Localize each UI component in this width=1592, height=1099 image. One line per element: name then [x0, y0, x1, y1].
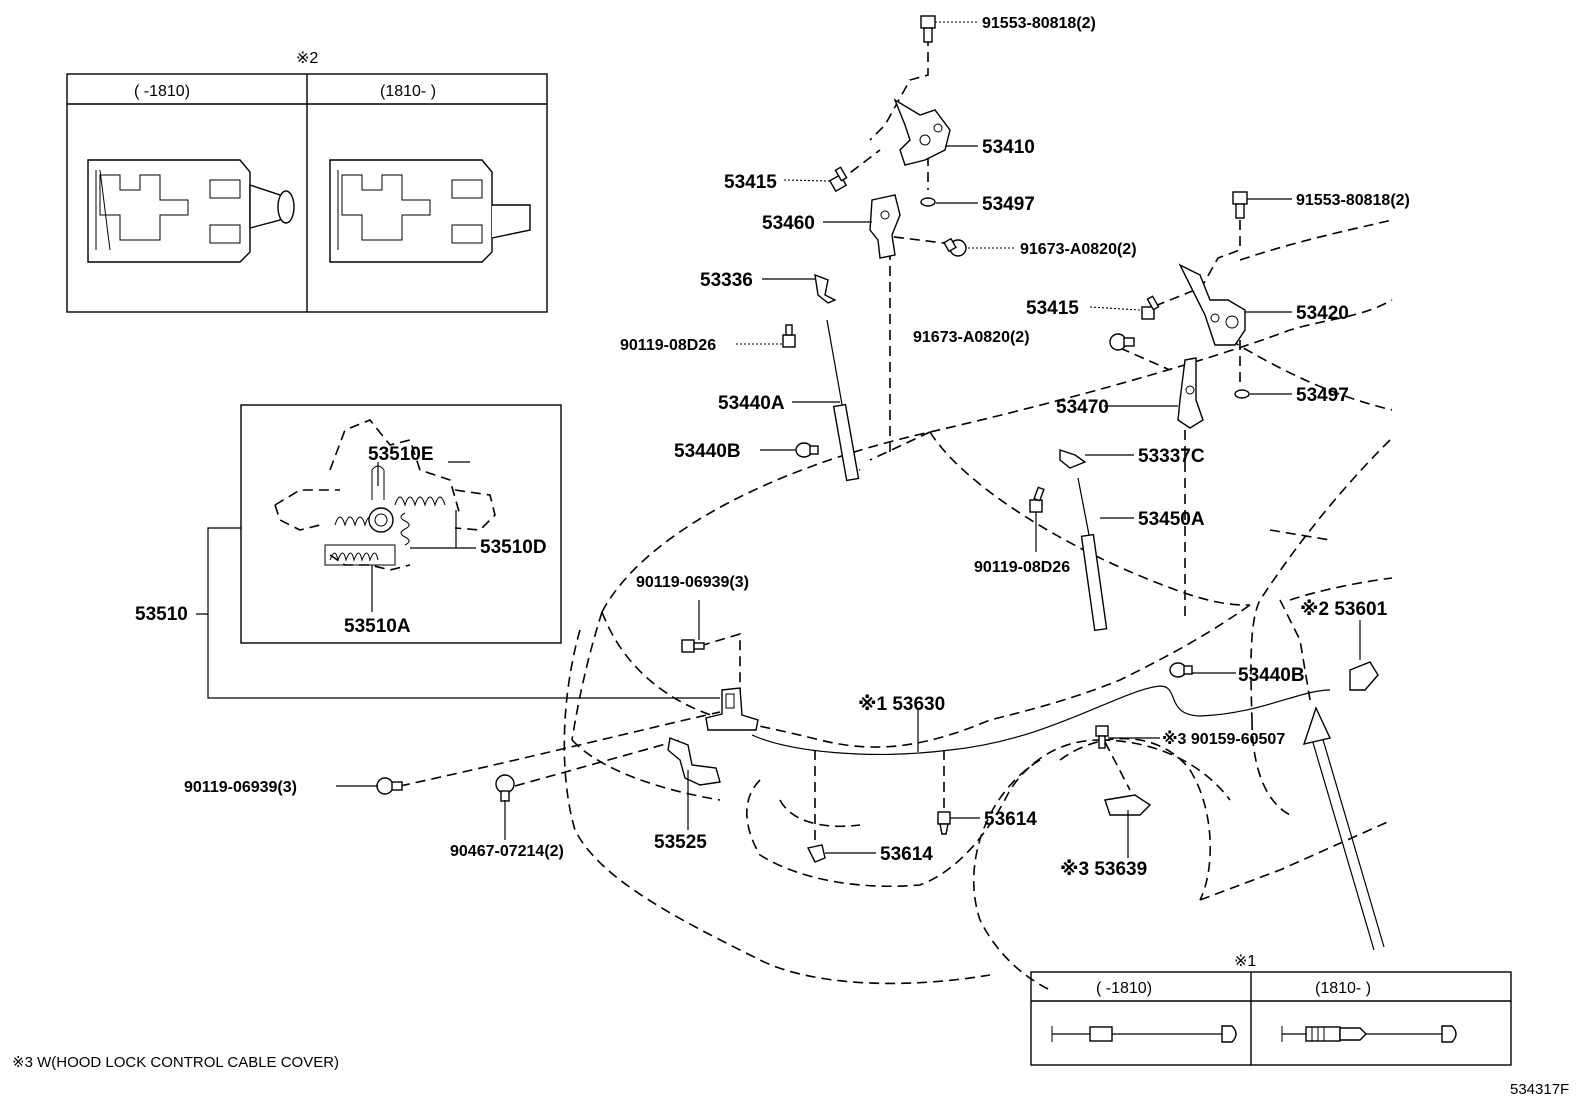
- label-bolt-91553-top: 91553-80818(2): [982, 15, 1096, 32]
- label-53614-right: 53614: [984, 809, 1037, 830]
- label-53336: 53336: [700, 270, 753, 291]
- label-53470: 53470: [1056, 397, 1109, 418]
- label-53337c: 53337C: [1138, 446, 1205, 467]
- hood-release-handle-old-icon: [87, 159, 295, 263]
- bolt-icon: [1232, 191, 1248, 219]
- arrow-icon: [1302, 706, 1385, 951]
- label-53497-right: 53497: [1296, 385, 1349, 406]
- bolt-icon: [828, 166, 848, 193]
- footnote: ※3 W(HOOD LOCK CONTROL CABLE COVER): [12, 1054, 339, 1071]
- bolt-icon: [920, 15, 936, 43]
- label-53510e: 53510E: [368, 444, 434, 465]
- label-53420: 53420: [1296, 303, 1349, 324]
- bolt-icon: [376, 777, 403, 795]
- label-53614-left: 53614: [880, 844, 933, 865]
- label-91673-right: 91673-A0820(2): [913, 329, 1030, 346]
- label-90119-08d26-left: 90119-08D26: [620, 337, 716, 354]
- inset2-mark: ※2: [296, 50, 318, 67]
- clip-icon: [806, 844, 826, 863]
- label-53450a: 53450A: [1138, 509, 1205, 530]
- cable-cover-icon: [1104, 794, 1152, 816]
- hood-cushion-icon: [1169, 662, 1193, 678]
- label-53440b-bottom: 53440B: [1238, 665, 1305, 686]
- hood-cushion-icon: [795, 442, 819, 458]
- label-53601: ※2 53601: [1300, 599, 1388, 620]
- hood-hinge-left-icon: [893, 98, 951, 166]
- label-53415-right: 53415: [1026, 298, 1079, 319]
- hood-support-strut-right-icon: [1077, 477, 1108, 632]
- inset-variant-note2: ※2 ( -1810) (1810- ): [66, 50, 548, 313]
- diagram-code: 534317F: [1510, 1081, 1569, 1098]
- leader-lines: [336, 21, 1361, 858]
- assembly-guide-lines: [399, 36, 1311, 850]
- label-90467: 90467-07214(2): [450, 843, 564, 860]
- vehicle-body-outline: [563, 219, 1393, 991]
- label-53525: 53525: [654, 832, 707, 853]
- clip-icon: [1059, 449, 1087, 469]
- inset1-frame: [1030, 971, 1512, 1066]
- washer-icon: [1234, 389, 1250, 399]
- inset1-col-left: ( -1810): [1096, 980, 1152, 997]
- bolt-icon: [681, 639, 705, 653]
- inset-variant-note1: ※1 ( -1810) (1810- ): [1030, 953, 1512, 1066]
- inset2-col-left: ( -1810): [134, 83, 190, 100]
- label-53510d: 53510D: [480, 537, 547, 558]
- inset1-col-right: (1810- ): [1315, 980, 1371, 997]
- hood-release-handle-new-icon: [329, 159, 531, 263]
- hinge-bracket-left-icon: [869, 194, 901, 259]
- hood-hinge-right-icon: [1178, 263, 1246, 346]
- label-53410: 53410: [982, 137, 1035, 158]
- label-53440a: 53440A: [718, 393, 785, 414]
- hood-lock-assembly-icon: [705, 687, 759, 731]
- bolt-icon: [943, 237, 967, 257]
- label-90119-06939-lower: 90119-06939(3): [184, 779, 297, 796]
- label-53639: ※3 53639: [1060, 859, 1147, 880]
- spring-inset-frame: [240, 404, 562, 644]
- label-53415-left: 53415: [724, 172, 777, 193]
- bolt-icon: [1141, 295, 1160, 320]
- bolt-icon: [782, 324, 796, 348]
- cable-end-new-icon: [1281, 1025, 1457, 1043]
- label-53460: 53460: [762, 213, 815, 234]
- bolt-icon: [1029, 486, 1045, 513]
- cable-end-old-icon: [1051, 1025, 1237, 1043]
- screw-icon: [1095, 725, 1109, 749]
- inset2-col-right: (1810- ): [380, 83, 436, 100]
- label-53497-left: 53497: [982, 194, 1035, 215]
- fastener-clip-icon: [495, 774, 515, 802]
- part-number-labels: 91553-80818(2) 53410 53415 53497 53460 9…: [184, 15, 1410, 880]
- label-90159: ※3 90159-60507: [1162, 730, 1285, 748]
- label-bolt-91553-right: 91553-80818(2): [1296, 192, 1410, 209]
- inset1-mark: ※1: [1234, 953, 1256, 970]
- washer-icon: [920, 197, 936, 207]
- hood-release-lever-icon: [1349, 661, 1379, 691]
- hinge-bracket-right-icon: [1177, 357, 1204, 429]
- clip-icon: [814, 273, 837, 304]
- part-icons: [376, 15, 1385, 951]
- inset-hood-lock-springs: 53510E 53510D 53510A 53510: [135, 404, 720, 699]
- hood-lock-support-icon: [667, 737, 721, 786]
- hood-lock-control-cable: [751, 685, 1331, 755]
- label-90119-06939-upper: 90119-06939(3): [636, 574, 749, 591]
- label-53440b-top: 53440B: [674, 441, 741, 462]
- clip-icon: [937, 811, 951, 835]
- label-53510: 53510: [135, 604, 188, 625]
- label-53510a: 53510A: [344, 616, 411, 637]
- label-53630: ※1 53630: [858, 694, 945, 715]
- bolt-icon: [1109, 333, 1135, 351]
- label-90119-08d26-right: 90119-08D26: [974, 559, 1070, 576]
- label-91673-left: 91673-A0820(2): [1020, 241, 1137, 258]
- hood-support-strut-left-icon: [826, 319, 860, 482]
